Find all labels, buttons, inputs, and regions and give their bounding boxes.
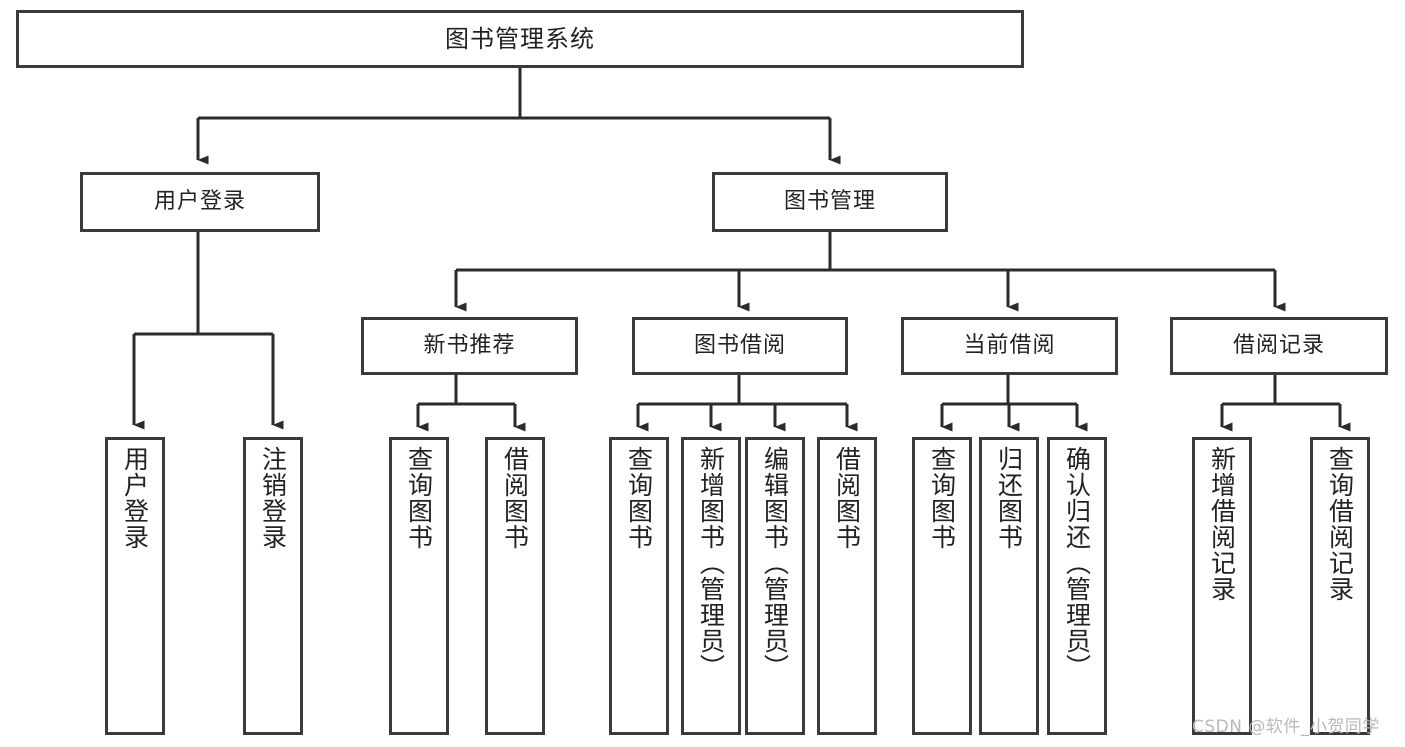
node-label: 用户登录 bbox=[153, 189, 246, 214]
node-leaf-borrow-query-book[interactable]: 查询图书 bbox=[609, 437, 669, 735]
node-leaf-current-confirm-return-admin[interactable]: 确认归还（管理员） bbox=[1047, 437, 1107, 735]
node-label: 新书推荐 bbox=[423, 333, 516, 358]
node-label: 查询图书 bbox=[927, 446, 957, 550]
node-label: 图书管理系统 bbox=[445, 25, 595, 53]
node-borrow-records[interactable]: 借阅记录 bbox=[1170, 317, 1388, 375]
node-leaf-borrow-edit-book-admin[interactable]: 编辑图书（管理员） bbox=[745, 437, 805, 735]
node-leaf-user-login[interactable]: 用户登录 bbox=[105, 437, 165, 735]
node-label: 查询图书 bbox=[404, 446, 434, 550]
node-leaf-records-add-record[interactable]: 新增借阅记录 bbox=[1192, 437, 1252, 735]
node-leaf-borrow-borrow-book[interactable]: 借阅图书 bbox=[817, 437, 877, 735]
node-new-book-recommend[interactable]: 新书推荐 bbox=[361, 317, 578, 375]
node-leaf-borrow-add-book-admin[interactable]: 新增图书（管理员） bbox=[681, 437, 741, 735]
node-book-management[interactable]: 图书管理 bbox=[712, 172, 948, 232]
node-label: 新增借阅记录 bbox=[1207, 446, 1237, 602]
node-label: 注销登录 bbox=[258, 446, 288, 550]
node-label: 归还图书 bbox=[994, 446, 1024, 550]
node-label: 图书借阅 bbox=[693, 333, 786, 358]
node-leaf-current-return-book[interactable]: 归还图书 bbox=[979, 437, 1039, 735]
node-label: 借阅图书 bbox=[832, 446, 862, 550]
node-leaf-records-query-record[interactable]: 查询借阅记录 bbox=[1310, 437, 1370, 735]
node-label: 借阅记录 bbox=[1232, 333, 1325, 358]
node-leaf-recommend-query-book[interactable]: 查询图书 bbox=[389, 437, 449, 735]
node-user-login[interactable]: 用户登录 bbox=[80, 172, 320, 232]
node-label: 编辑图书（管理员） bbox=[760, 446, 790, 680]
node-leaf-user-logout[interactable]: 注销登录 bbox=[243, 437, 303, 735]
node-label: 当前借阅 bbox=[963, 333, 1056, 358]
node-label: 图书管理 bbox=[783, 189, 876, 214]
node-label: 确认归还（管理员） bbox=[1062, 446, 1092, 680]
node-label: 查询图书 bbox=[624, 446, 654, 550]
node-root-system[interactable]: 图书管理系统 bbox=[16, 10, 1024, 68]
node-current-borrow[interactable]: 当前借阅 bbox=[901, 317, 1118, 375]
node-book-borrow[interactable]: 图书借阅 bbox=[632, 317, 848, 375]
node-label: 新增图书（管理员） bbox=[696, 446, 726, 680]
node-leaf-current-query-book[interactable]: 查询图书 bbox=[912, 437, 972, 735]
node-leaf-recommend-borrow-book[interactable]: 借阅图书 bbox=[485, 437, 545, 735]
node-label: 查询借阅记录 bbox=[1325, 446, 1355, 602]
node-label: 借阅图书 bbox=[500, 446, 530, 550]
node-label: 用户登录 bbox=[120, 446, 150, 550]
csdn-watermark: CSDN @软件_小贺同学 bbox=[1192, 717, 1380, 737]
